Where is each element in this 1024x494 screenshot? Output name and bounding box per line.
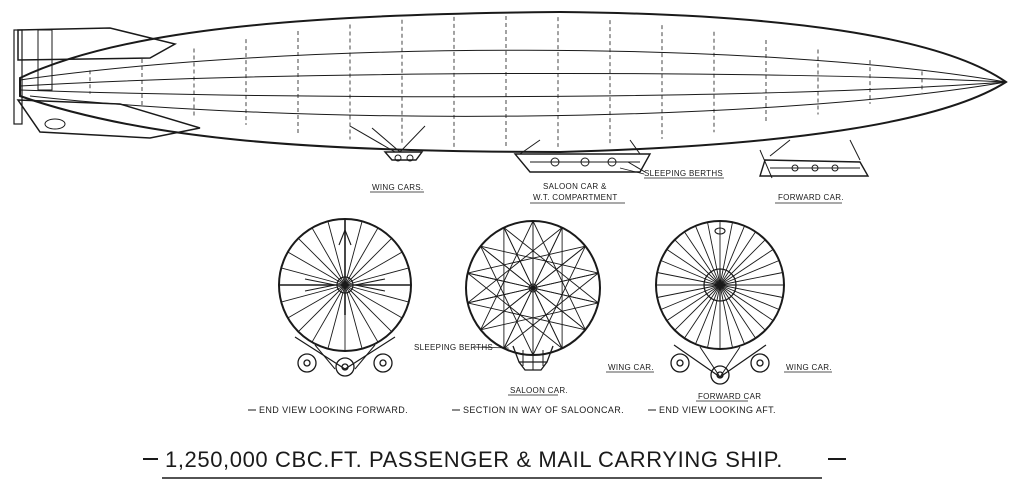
label-forward-car: FORWARD CAR. [778,193,844,202]
upper-fin [17,27,178,61]
page-title: 1,250,000 CBC.FT. PASSENGER & MAIL CARRY… [165,447,783,472]
label-saloon-car-section: SALOON CAR. [510,386,568,395]
hull-outline [19,10,1008,154]
label-forward-car-aft: FORWARD CAR [698,392,761,401]
caption-section-saloon: SECTION IN WAY OF SALOONCAR. [463,405,624,415]
label-wing-cars: WING CARS. [372,183,423,192]
section-saloon-car [465,220,601,371]
saloon-car [513,139,652,173]
label-sleeping-berths-section: SLEEPING BERTHS [414,343,493,352]
hull-frames [89,16,923,148]
label-wing-car-right: WING CAR. [786,363,832,372]
forward-end-cars [297,353,393,377]
aft-end-cars [670,353,770,385]
label-wing-car-left: WING CAR. [608,363,654,372]
caption-end-view-forward: END VIEW LOOKING FORWARD. [259,405,408,415]
end-view-forward [278,218,412,377]
title-block: 1,250,000 CBC.FT. PASSENGER & MAIL CARRY… [143,447,846,479]
caption-end-view-aft: END VIEW LOOKING AFT. [659,405,776,415]
label-sleeping-berths: SLEEPING BERTHS [644,169,723,178]
lower-fin [16,99,201,139]
view-captions: END VIEW LOOKING FORWARD. SECTION IN WAY… [248,405,776,415]
rudder [13,29,23,125]
airship-side-elevation [13,10,1008,179]
label-saloon-car: SALOON CAR & [543,182,607,191]
end-view-aft [655,220,785,385]
wing-cars [349,125,426,162]
forward-car [759,139,870,179]
side-view-labels: WING CARS. SALOON CAR & W.T. COMPARTMENT… [370,167,844,204]
label-wt-compartment: W.T. COMPARTMENT [533,193,618,202]
